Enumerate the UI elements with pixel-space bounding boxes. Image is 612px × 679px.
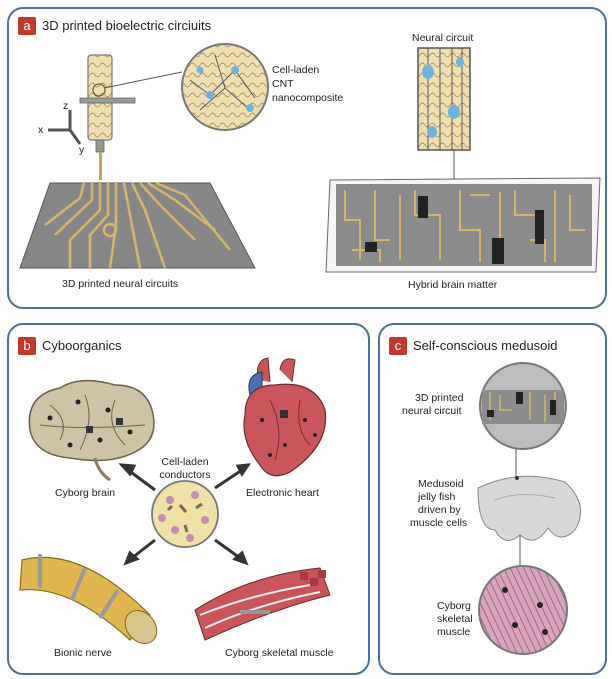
hybrid-board [326,178,600,272]
center-label-1: Cell-laden [160,456,210,469]
medusoid-label-3: driven by [418,504,461,517]
panel-b-title: Cyboorganics [42,338,122,353]
panel-c-title: Self-conscious medusoid [413,338,558,353]
axes-glyph [48,110,80,144]
muscle-label-c-3: muscle [437,626,470,639]
axis-z-label: z [63,100,68,113]
printed-circuits-label: 3D printed neural circuits [62,278,178,291]
medusoid [478,476,581,568]
axis-y-label: y [79,144,84,157]
nanocomposite-zoom [182,44,268,130]
skeletal-muscle [195,568,330,640]
muscle-zoom-c [479,566,567,654]
nanocomposite-label-2: CNT [272,78,294,91]
medusoid-label-4: muscle cells [410,517,467,530]
circuit-label-c-2: neural circuit [402,405,462,418]
bionic-nerve [20,554,163,650]
panel-c-badge: c [389,337,407,355]
medusoid-label-1: Medusoid [418,478,464,491]
nanocomposite-label-3: nanocomposite [272,92,343,105]
heart-label: Electronic heart [246,487,319,500]
nerve-label: Bionic nerve [54,647,112,660]
center-label-2: conductors [157,469,213,482]
medusoid-label-2: jelly fish [418,491,455,504]
electronic-heart [244,358,326,476]
hybrid-brain-label: Hybrid brain matter [408,279,497,292]
panel-b-badge: b [18,337,36,355]
axis-x-label: x [38,124,43,137]
nanocomposite-label-1: Cell-laden [272,64,319,77]
printed-board [20,183,255,268]
muscle-label-c-1: Cyborg [437,600,471,613]
brain-label: Cyborg brain [55,487,115,500]
panel-a-badge: a [18,17,36,35]
printer-nozzle [80,55,182,180]
muscle-label: Cyborg skeletal muscle [225,647,334,660]
conductor-sample [152,481,218,547]
circuit-label-c-1: 3D printed [415,392,463,405]
muscle-label-c-2: skeletal [437,613,473,626]
panel-a-title: 3D printed bioelectric circiuits [42,18,211,33]
circuit-zoom-c [480,363,566,478]
neural-circuit-label: Neural circuit [412,32,473,45]
